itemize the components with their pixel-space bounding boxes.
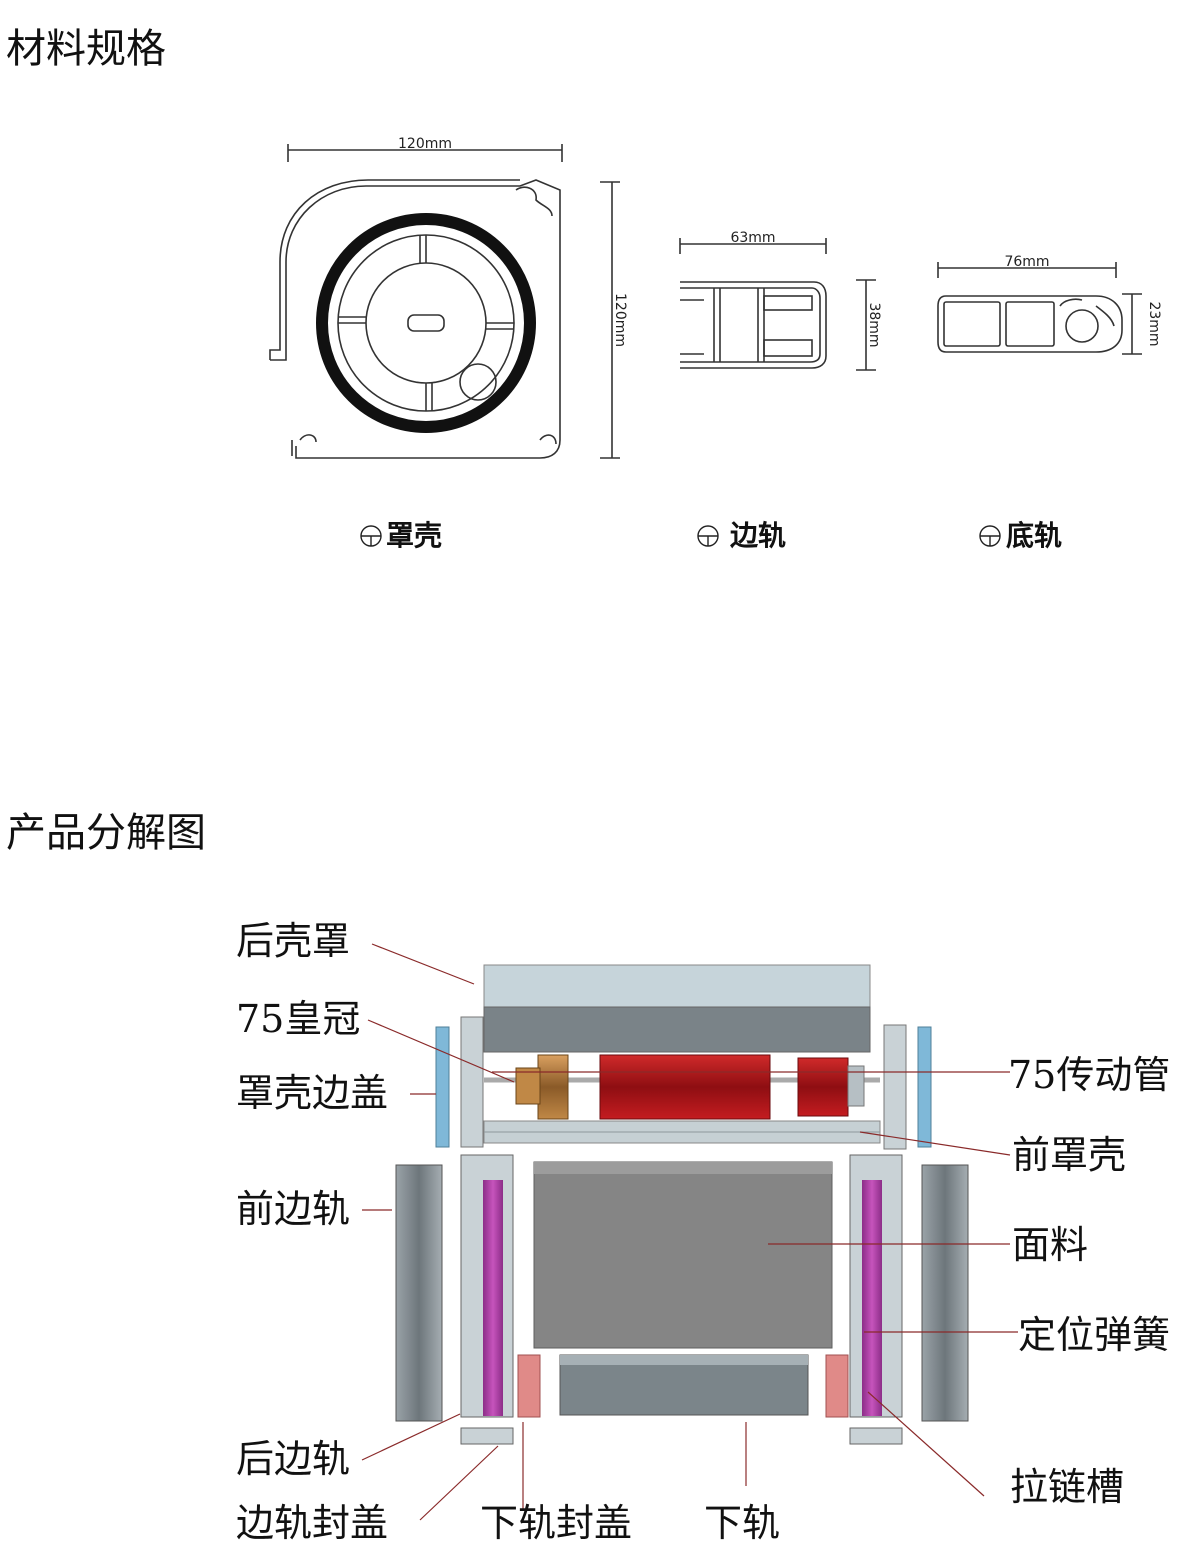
left-spring-part: [483, 1180, 503, 1416]
callout-zip-groove: 拉链槽: [1010, 1465, 1124, 1509]
callout-spring: 定位弹簧: [1018, 1313, 1170, 1357]
callout-drive-tube: 75传动管: [1008, 1053, 1170, 1097]
left-front-rail-part: [395, 1164, 443, 1422]
housing-profile: [269, 144, 620, 459]
left-end-bracket-part: [460, 1016, 484, 1148]
right-front-rail-part: [921, 1164, 969, 1422]
spec-drawings: 120mm 120mm 63mm 38mm 76mm 23mm 罩壳 边轨 底轨: [269, 136, 1162, 552]
left-bottom-cap-part: [517, 1354, 541, 1418]
motor-part: [797, 1057, 849, 1117]
callout-fabric: 面料: [1012, 1223, 1088, 1267]
housing-width-label: 120mm: [398, 136, 452, 152]
callout-front-cover: 前罩壳: [1012, 1133, 1126, 1177]
callout-rear-cover: 后壳罩: [236, 919, 350, 963]
rear-cover-part: [483, 964, 871, 1053]
fabric-part: [533, 1161, 833, 1349]
side-rail-profile: [679, 238, 876, 371]
right-bottom-cap-part: [825, 1354, 849, 1418]
callout-front-side-rail: 前边轨: [236, 1187, 350, 1231]
bottom-rail-profile: [937, 262, 1142, 355]
housing-caption: 罩壳: [386, 519, 442, 552]
side-rail-caption: 边轨: [730, 519, 786, 552]
crown-part: [537, 1054, 569, 1120]
right-side-rail-cap-part: [849, 1427, 903, 1445]
section-symbol-icon: [697, 525, 719, 547]
callout-bottom-rail-cap: 下轨封盖: [480, 1501, 632, 1545]
right-end-cap-part: [917, 1026, 932, 1148]
spec-section-title: 材料规格: [6, 26, 166, 72]
bottom-rail-caption: 底轨: [1006, 519, 1062, 552]
callout-bottom-rail: 下轨: [704, 1501, 780, 1545]
callout-rear-side-rail: 后边轨: [236, 1437, 350, 1481]
bottom-rail-height-label: 23mm: [1146, 301, 1162, 346]
section-symbol-icon: [360, 525, 382, 547]
right-spring-part: [862, 1180, 882, 1416]
side-rail-width-label: 63mm: [730, 230, 775, 246]
housing-height-label: 120mm: [612, 293, 628, 347]
right-end-bracket-part: [883, 1024, 907, 1150]
callout-end-cap: 罩壳边盖: [236, 1071, 388, 1115]
side-rail-height-label: 38mm: [866, 302, 882, 347]
drive-tube-part: [599, 1054, 771, 1120]
left-side-rail-cap-part: [460, 1427, 514, 1445]
section-symbol-icon: [979, 525, 1001, 547]
callout-crown: 75皇冠: [236, 997, 360, 1041]
callout-side-rail-cap: 边轨封盖: [236, 1501, 388, 1545]
exploded-section-title: 产品分解图: [6, 810, 206, 856]
bottom-rail-width-label: 76mm: [1004, 254, 1049, 270]
left-end-cap-part: [435, 1026, 450, 1148]
